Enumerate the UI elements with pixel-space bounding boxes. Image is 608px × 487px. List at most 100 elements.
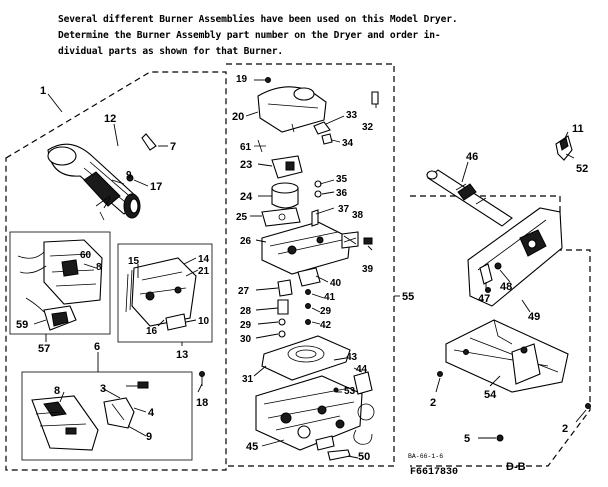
- callout-32: 32: [362, 122, 374, 133]
- screw-5: [478, 434, 504, 442]
- callout-14: 14: [198, 254, 210, 265]
- valve-small-parts: [254, 77, 379, 153]
- callout-38: 38: [352, 210, 364, 221]
- callout-3: 3: [100, 383, 106, 395]
- callout-39: 39: [362, 264, 374, 275]
- gasket-44: [353, 371, 375, 445]
- flame-sensor-bracket: [125, 257, 197, 331]
- callout-29: 29: [240, 320, 252, 331]
- callout-37: 37: [338, 204, 350, 215]
- callout-8-holder: 8: [54, 385, 60, 397]
- callout-27: 27: [238, 286, 250, 297]
- leader-lines: [33, 93, 575, 459]
- callout-34: 34: [342, 138, 354, 149]
- callout-9-burner: 9: [126, 170, 132, 181]
- sensor-plate: [467, 207, 563, 307]
- callout-15: 15: [128, 256, 140, 267]
- screw-2-left: [435, 371, 443, 393]
- callout-43: 43: [346, 352, 358, 363]
- callout-11: 11: [572, 123, 584, 135]
- coil-23: [271, 155, 303, 179]
- part-number: F6617830: [410, 467, 458, 478]
- holder-box: [21, 371, 193, 461]
- callout-2-left: 2: [430, 397, 436, 409]
- mounting-bracket-outline: [410, 195, 591, 467]
- callout-48: 48: [500, 281, 512, 293]
- callout-12: 12: [104, 113, 116, 125]
- drawing-code: BA-66-1-6: [408, 453, 443, 460]
- callout-28: 28: [240, 306, 252, 317]
- callout-7: 7: [170, 141, 176, 153]
- callout-41: 41: [324, 292, 336, 303]
- callout-52: 52: [576, 163, 588, 175]
- header-note-line-1: Several different Burner Assemblies have…: [58, 14, 458, 25]
- screw-7: [141, 133, 168, 151]
- fastener-18: [199, 371, 205, 386]
- valve-base: [255, 375, 363, 461]
- callout-36: 36: [336, 188, 348, 199]
- callout-9: 9: [146, 431, 152, 443]
- igniter-bracket: [17, 239, 103, 305]
- callout-25: 25: [236, 212, 248, 223]
- callout-6: 6: [94, 341, 100, 353]
- callout-2-right: 2: [562, 423, 568, 435]
- callout-46: 46: [466, 151, 478, 163]
- callout-13: 13: [176, 349, 188, 361]
- igniter-group-box: [9, 231, 111, 335]
- valve-spring-parts: [314, 180, 373, 249]
- callout-59: 59: [16, 319, 28, 331]
- callout-42: 42: [320, 320, 332, 331]
- callout-10: 10: [198, 316, 210, 327]
- burner-assembly-outline: [5, 71, 227, 471]
- screw-2-right: [575, 403, 591, 423]
- diaphragm-31: [261, 335, 351, 381]
- callout-35: 35: [336, 174, 348, 185]
- callout-50: 50: [358, 451, 370, 463]
- coil-24: [271, 182, 299, 209]
- callout-44: 44: [356, 364, 368, 375]
- valve-body-26: [261, 209, 351, 275]
- valve-assembly-outline: [226, 63, 395, 467]
- callout-45: 45: [246, 441, 258, 453]
- callout-57: 57: [38, 343, 50, 355]
- callout-20: 20: [232, 111, 244, 123]
- callout-29-right: 29: [320, 306, 332, 317]
- clip-11-52: [555, 135, 573, 161]
- callout-5: 5: [464, 433, 470, 445]
- callout-1: 1: [40, 85, 46, 97]
- callout-26: 26: [240, 236, 252, 247]
- callout-21: 21: [198, 266, 210, 277]
- gasket-25: [261, 207, 301, 227]
- plunger-stack: [277, 267, 321, 338]
- callout-8: 8: [96, 262, 102, 273]
- callout-19: 19: [236, 74, 248, 85]
- callout-33: 33: [346, 110, 358, 121]
- burner-tube: [47, 143, 141, 221]
- igniter-59: [25, 297, 77, 331]
- crossover-tube-46: [426, 169, 513, 227]
- callout-24: 24: [240, 191, 253, 203]
- callout-16: 16: [146, 326, 158, 337]
- callout-60: 60: [80, 250, 92, 261]
- callout-40: 40: [330, 278, 342, 289]
- callout-54: 54: [484, 389, 497, 401]
- callout-17: 17: [150, 181, 162, 193]
- callout-labels: 1 12 7 9 17 8 60 59 57 15 14 21 16 10 13…: [16, 74, 588, 463]
- screw-53: [333, 387, 339, 393]
- screw-17: [126, 174, 149, 187]
- callout-4: 4: [148, 407, 155, 419]
- callout-23: 23: [240, 159, 252, 171]
- callout-18: 18: [196, 397, 208, 409]
- callout-49: 49: [528, 311, 540, 323]
- callout-30: 30: [240, 334, 252, 345]
- header-note-line-3: dividual parts as shown for that Burner.: [58, 46, 284, 57]
- callout-55: 55: [402, 291, 414, 303]
- burner-holder: [31, 381, 149, 451]
- callout-31: 31: [242, 374, 254, 385]
- callout-53: 53: [344, 386, 356, 397]
- callout-47: 47: [478, 293, 490, 305]
- view-label: D-B: [506, 461, 526, 473]
- header-note-line-2: Determine the Burner Assembly part numbe…: [58, 30, 441, 41]
